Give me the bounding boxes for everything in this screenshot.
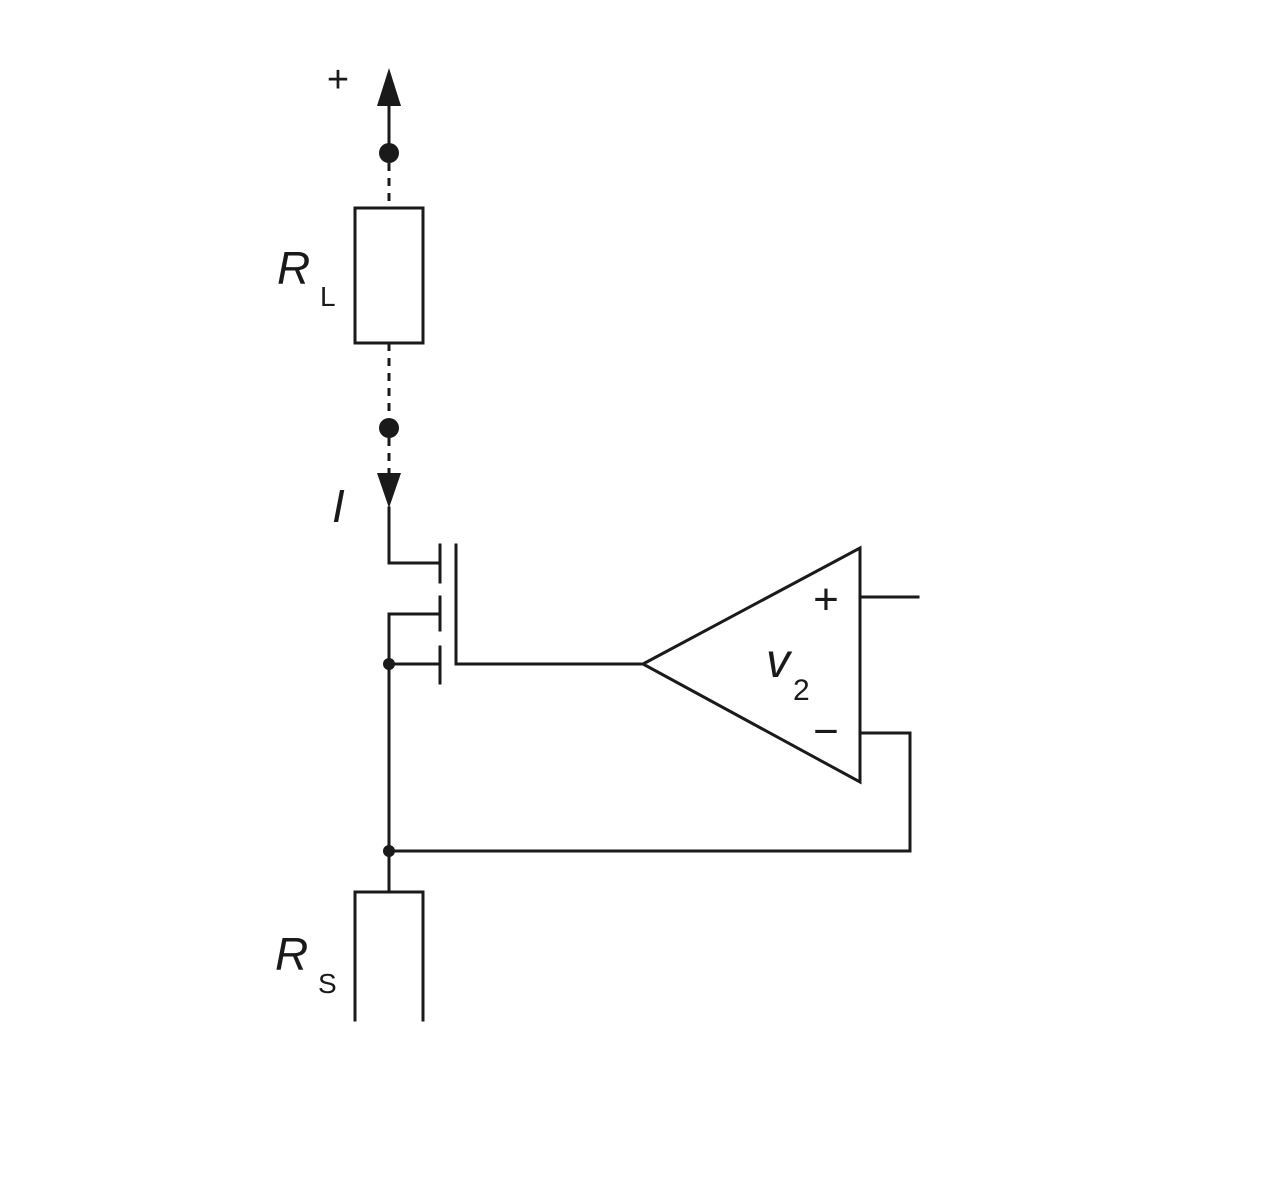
opamp-name-label: v — [766, 635, 793, 688]
opamp — [387, 545, 920, 853]
mosfet-drain-lead — [387, 506, 442, 565]
sense-resistor-label: R — [275, 928, 308, 980]
opamp-plus-label: + — [813, 575, 839, 624]
mosfet-transistor — [387, 506, 645, 685]
drain-node — [379, 418, 399, 438]
current-arrow-icon — [377, 473, 401, 508]
sense-resistor-body — [353, 890, 425, 1022]
opamp-inverting-feedback-lead — [387, 731, 912, 853]
load-resistor-label: R — [277, 242, 310, 294]
load-resistor-label-main: R — [277, 242, 310, 294]
load-resistor-body — [353, 206, 425, 345]
opamp-minus-label: − — [813, 707, 839, 756]
supply-arrow-icon — [377, 68, 401, 106]
mosfet-source-lead — [387, 612, 442, 666]
opamp-body — [639, 545, 862, 785]
supply-plus-label: + — [327, 59, 349, 101]
supply-terminal — [377, 68, 401, 163]
supply-node — [379, 143, 399, 163]
load-resistor-subscript: L — [320, 281, 336, 312]
sense-resistor-subscript: S — [318, 968, 337, 999]
current-label: I — [332, 480, 345, 532]
opamp-name-subscript: 2 — [793, 674, 810, 707]
